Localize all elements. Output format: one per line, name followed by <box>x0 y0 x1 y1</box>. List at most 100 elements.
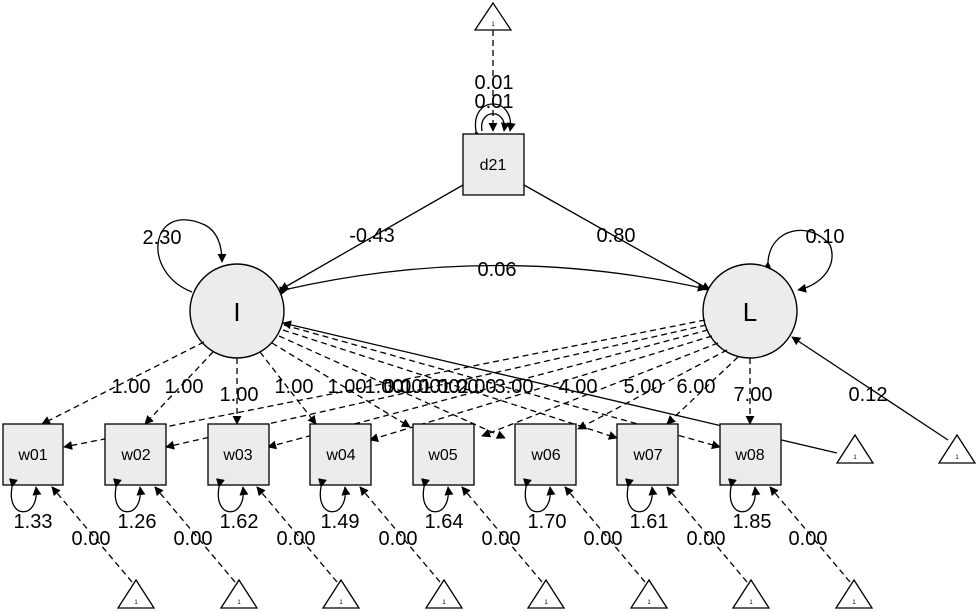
observed-w08-group: w08 <box>719 423 782 486</box>
slope-loading-label-w05: 4.00 <box>559 376 598 398</box>
d21-label: d21 <box>480 157 507 174</box>
slope-variance-loop <box>763 229 833 293</box>
observed-constant-triangle-w02 <box>219 578 259 609</box>
slope-loading-w06 <box>577 349 728 430</box>
residual-loop-w08 <box>728 478 761 513</box>
observed-constant-label-w01: 1 <box>134 600 138 606</box>
observed-mean-path-w04 <box>359 486 441 583</box>
slope-loading-label-w01: 0.00 <box>384 376 423 398</box>
intercept-loading-w04 <box>259 351 317 425</box>
intercept-loading-label-w02: 1.00 <box>165 376 204 398</box>
slope-mean-constant-label: 1 <box>955 455 959 461</box>
residual-label-w06: 1.70 <box>528 511 567 533</box>
observed-mean-label-w01: 0.00 <box>72 528 111 550</box>
observed-constant-triangle-w08 <box>834 578 874 609</box>
observed-mean-label-w02: 0.00 <box>174 528 213 550</box>
observed-mean-path-w08 <box>769 486 851 583</box>
observed-label-w02: w02 <box>120 447 150 464</box>
observed-w05-group: w05 <box>412 423 475 486</box>
observed-mean-label-w05: 0.00 <box>482 528 521 550</box>
residual-loop-w01 <box>9 478 42 513</box>
d21-to-intercept-label: -0.43 <box>349 225 395 247</box>
observed-constant-label-w07: 1 <box>749 600 753 606</box>
observed-mean-path-w06 <box>564 486 646 583</box>
slope-loading-w03 <box>267 329 709 450</box>
intercept-loading-w06 <box>278 335 506 439</box>
slope-loading-label-w04: 3.00 <box>495 376 534 398</box>
residual-label-w05: 1.64 <box>425 511 464 533</box>
intercept-loading-w02 <box>144 351 214 425</box>
residual-label-w07: 1.61 <box>630 511 669 533</box>
observed-box-w07 <box>616 423 679 486</box>
slope-loading-label-w02: 1.00 <box>421 376 460 398</box>
intercept-variance-label: 2.30 <box>143 227 182 249</box>
residual-loop-w02 <box>113 478 146 513</box>
intercept-mean-constant-triangle <box>835 433 875 464</box>
observed-constant-triangle-w05 <box>526 578 566 609</box>
residual-variance-labels: 1.33 1.26 1.62 1.49 1.64 1.70 1.61 1.85 <box>14 511 772 533</box>
residual-label-w04: 1.49 <box>321 511 360 533</box>
observed-box-w02 <box>104 423 167 486</box>
intercept-loading-label-w05: 1.00 <box>328 376 367 398</box>
intercept-slope-covariance <box>279 264 707 296</box>
residual-loop-w03 <box>216 478 249 513</box>
observed-w03-group: w03 <box>207 423 270 486</box>
observed-mean-paths <box>51 486 851 583</box>
observed-mean-path-w02 <box>154 486 236 583</box>
intercept-loading-label-w08: 1.00 <box>440 376 479 398</box>
slope-loading-w05 <box>481 342 719 438</box>
observed-constant-triangle-w01 <box>116 578 156 609</box>
observed-mean-path-w07 <box>666 486 748 583</box>
intercept-loading-w05 <box>271 342 411 428</box>
intercept-mean-constant-label: 1 <box>853 455 857 461</box>
observed-label-w07: w07 <box>632 447 662 464</box>
residual-variance-loops <box>9 478 761 513</box>
residual-loop-w07 <box>625 478 658 513</box>
observed-mean-label-w04: 0.00 <box>379 528 418 550</box>
observed-constant-label-w06: 1 <box>647 600 651 606</box>
intercept-loading-label-w03: 1.00 <box>220 384 259 406</box>
observed-constant-triangle-w04 <box>424 578 464 609</box>
observed-box-w05 <box>412 423 475 486</box>
observed-label-w03: w03 <box>222 447 252 464</box>
residual-label-w08: 1.85 <box>733 511 772 533</box>
observed-w06-group: w06 <box>514 423 577 486</box>
intercept-loading-w07 <box>282 329 618 440</box>
observed-mean-label-w06: 0.00 <box>584 528 623 550</box>
observed-box-w08 <box>719 423 782 486</box>
intercept-loading-label-w01: 1.00 <box>112 376 151 398</box>
intercept-loading-w08 <box>283 324 721 450</box>
d21-box <box>462 133 525 196</box>
observed-label-w04: w04 <box>325 447 355 464</box>
observed-constant-triangle-w07 <box>731 578 771 609</box>
observed-box-w06 <box>514 423 577 486</box>
observed-mean-label-w07: 0.00 <box>687 528 726 550</box>
covariance-label: 0.06 <box>478 259 517 281</box>
observed-constant-label-w08: 1 <box>852 600 856 606</box>
d21-variance-label-1: 0.01 <box>475 72 514 94</box>
observed-w01-group: w01 <box>2 423 64 486</box>
intercept-loading-w01 <box>41 341 205 425</box>
slope-mean-path <box>791 336 949 441</box>
slope-loading-w01 <box>63 319 706 450</box>
slope-loading-label-w03: 2.00 <box>458 376 497 398</box>
observed-mean-labels: 0.00 0.00 0.00 0.00 0.00 0.00 0.00 0.00 <box>72 528 828 550</box>
observed-w07-group: w07 <box>616 423 679 486</box>
observed-mean-label-w08: 0.00 <box>789 528 828 550</box>
intercept-variance-loop <box>157 219 227 293</box>
observed-constant-triangle-w06 <box>629 578 669 609</box>
intercept-loading-label-w06: 1.00 <box>365 376 404 398</box>
residual-label-w01: 1.33 <box>14 511 53 533</box>
observed-box-w03 <box>207 423 270 486</box>
d21-variance-loop-inner <box>481 113 510 132</box>
observed-box-w01 <box>2 423 64 486</box>
slope-mean-label: 0.12 <box>849 384 888 406</box>
slope-variance-label: 0.10 <box>806 226 845 248</box>
slope-loading-label-w07: 6.00 <box>677 376 716 398</box>
observed-mean-constant-triangles: 1 1 1 1 1 1 1 1 <box>116 578 874 609</box>
slope-loading-label-w08: 7.00 <box>734 384 773 406</box>
observed-mean-path-w05 <box>461 486 543 583</box>
residual-loop-w06 <box>523 478 556 513</box>
d21-variance-label-2: 0.01 <box>475 91 514 113</box>
intercept-latent-label: I <box>233 297 240 327</box>
